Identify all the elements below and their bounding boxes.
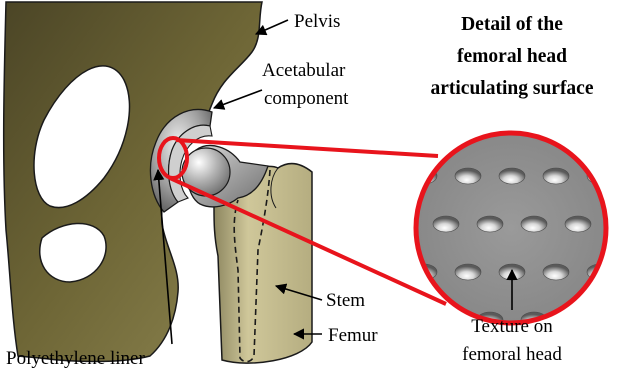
detail-title-line2: femoral head — [457, 46, 567, 67]
label-stem: Stem — [326, 290, 365, 311]
texture-dimple — [499, 168, 525, 184]
texture-dimple — [565, 120, 591, 136]
texture-dimple — [389, 312, 415, 328]
label-texture-line2: femoral head — [462, 344, 562, 365]
texture-dimple — [521, 216, 547, 232]
texture-dimple — [543, 264, 569, 280]
texture-dimple — [389, 120, 415, 136]
label-polyethylene-liner: Polyethylene liner — [6, 348, 145, 369]
texture-detail-circle — [389, 120, 613, 328]
detail-title-line1: Detail of the — [461, 14, 563, 35]
pelvis-arrow — [256, 20, 288, 34]
label-texture-line1: Texture on — [471, 316, 553, 337]
texture-dimple — [433, 216, 459, 232]
texture-dimple — [455, 168, 481, 184]
label-femur: Femur — [328, 325, 378, 346]
detail-title-line3: articulating surface — [430, 78, 593, 99]
texture-dimple — [455, 264, 481, 280]
texture-dimple — [389, 216, 415, 232]
label-acetabular-line1: Acetabular — [262, 60, 346, 81]
texture-dimple — [477, 216, 503, 232]
texture-dimple — [433, 120, 459, 136]
texture-dimple — [433, 312, 459, 328]
texture-dimple — [565, 312, 591, 328]
label-acetabular-line2: component — [264, 88, 349, 109]
acetabular-arrow — [214, 90, 262, 108]
texture-dimple — [543, 168, 569, 184]
label-pelvis: Pelvis — [294, 11, 340, 32]
texture-dimple — [565, 216, 591, 232]
